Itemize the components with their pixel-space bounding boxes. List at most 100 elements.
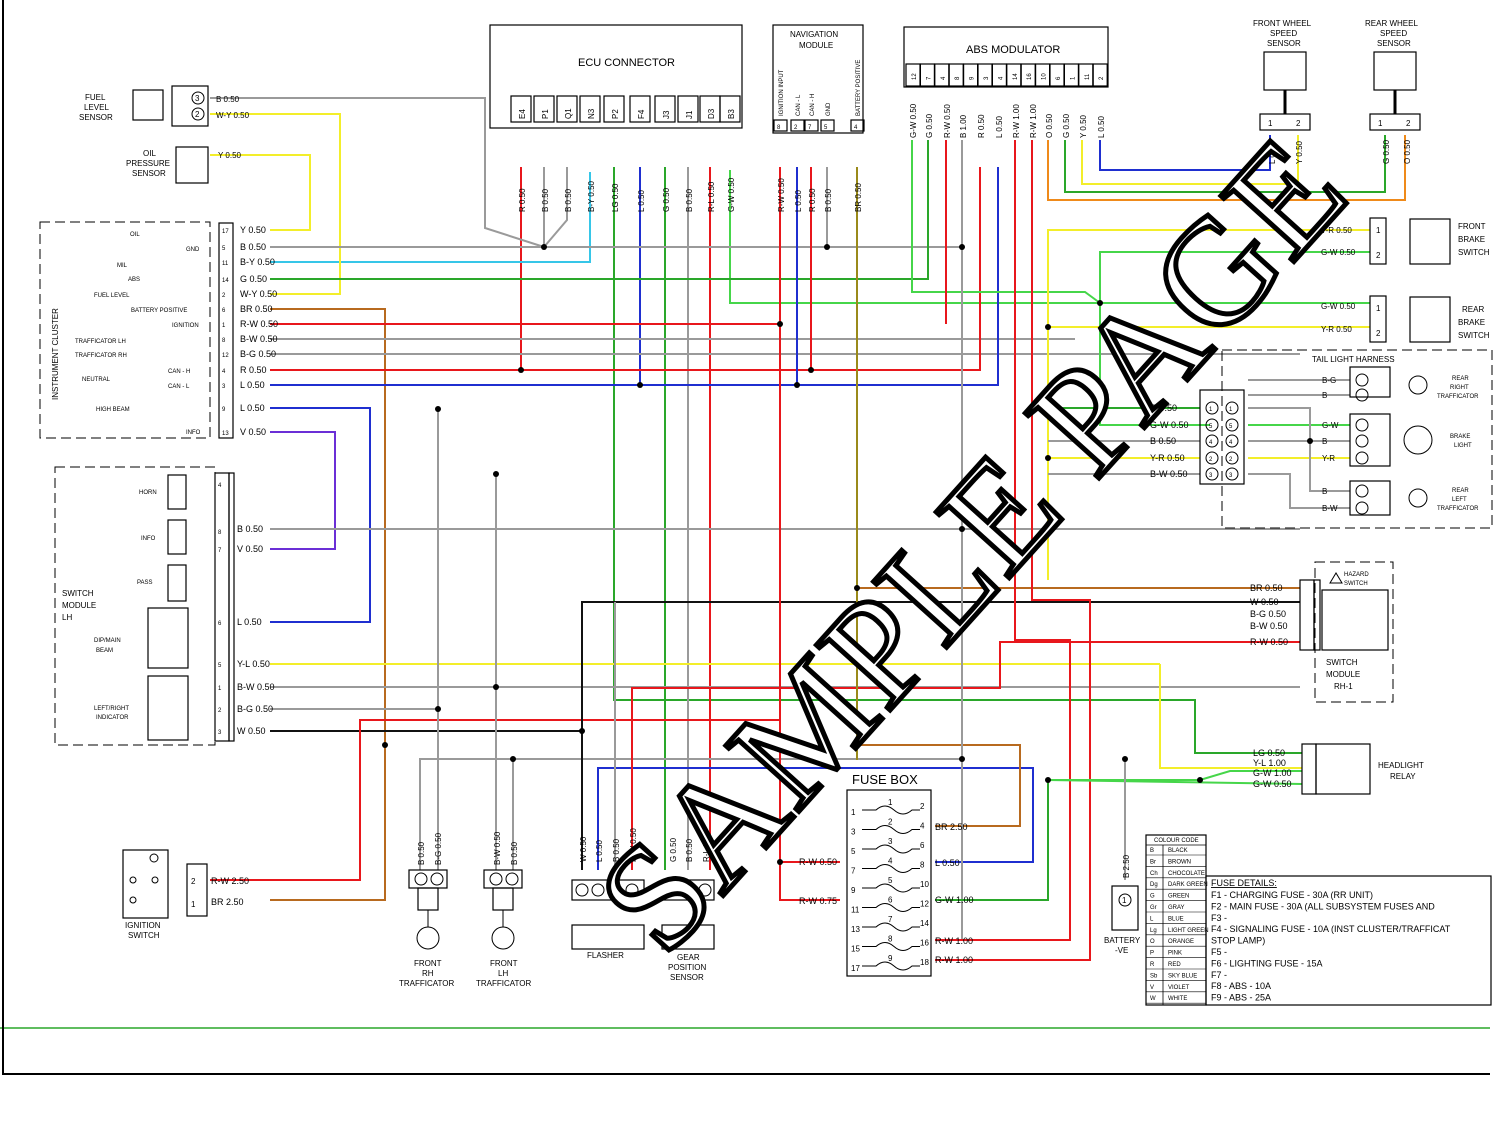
switch-rh-wire-label: R-W 0.50 [1250,637,1288,647]
svg-text:B 0.50: B 0.50 [216,95,240,104]
colour-code-name: VIOLET [1168,985,1190,991]
cluster-wire-label: L 0.50 [240,403,265,413]
svg-text:B-W 0.50: B-W 0.50 [493,831,502,865]
wire-ecu-b2 [543,167,568,248]
fuse-symbol [862,942,920,951]
gear-pin [698,883,712,897]
tail-pin: 3 [1229,473,1233,479]
svg-text:BRAKE: BRAKE [1450,434,1470,440]
svg-text:OIL: OIL [143,149,156,158]
svg-text:L 0.50: L 0.50 [935,858,960,868]
fuse-right-pin: 2 [920,802,925,811]
nav-pin-label: 7 [808,125,812,131]
fuse-number: 8 [888,935,893,944]
tail-pin-in [1205,418,1219,432]
fuse-detail-line: F9 - ABS - 25A [1211,993,1271,1003]
abs-pin-label: 4 [941,76,947,80]
svg-text:G-W 0.50: G-W 0.50 [1321,248,1356,257]
colour-code-abbr: B [1150,848,1154,854]
tail-pin-out [1225,434,1239,448]
wire-cl-br [270,308,386,901]
svg-text:BATTERY: BATTERY [1104,936,1141,945]
tail-pin: 3 [1209,473,1213,479]
junction-dots [382,244,1313,865]
wire-ecu-lg [613,167,1302,754]
lamp-pin [1355,484,1369,498]
fuse-number: 6 [888,896,893,905]
svg-text:BRAKE: BRAKE [1458,318,1485,327]
lamp-pin [1355,434,1369,448]
cluster-label: INFO [186,430,201,436]
abs-wire-label: L 0.50 [995,116,1004,138]
switch-lh-label: DIP/MAIN [94,638,121,644]
abs-pin-label: 14 [1013,73,1019,80]
ecu-wire-label: G-W 0.50 [727,177,736,212]
cluster-title: INSTRUMENT CLUSTER [51,308,60,400]
nav-pin [850,119,865,132]
wire-cl-v [270,431,336,550]
nav-wire-label: L 0.50 [794,190,803,212]
fuse-detail-line: F7 - [1211,970,1227,980]
svg-text:LH: LH [62,613,72,622]
abs-pin-label: 8 [955,76,961,80]
wire-fuel-wy [210,113,341,295]
abs-pin-label: 1 [1070,76,1076,80]
cluster-wire-label: Y 0.50 [240,225,266,235]
nav-pin [790,119,805,132]
ecu-pin-label: B3 [727,109,736,119]
colour-code-abbr: O [1150,939,1155,945]
nav-pin-name: GND [826,102,832,116]
svg-text:LH: LH [498,969,508,978]
switch-lh-pin: 1 [218,686,222,692]
wire-tail-o-bw [1248,473,1350,509]
abs-pin [1063,63,1080,87]
colour-code-abbr: W [1150,996,1156,1002]
colour-code-name: SKY BLUE [1168,973,1197,979]
switch-lh-wire-label: B 0.50 [237,524,263,534]
fuse-left-pin: 11 [851,906,860,915]
svg-text:LIGHT: LIGHT [1454,443,1472,449]
nav-title-1: NAVIGATION [790,30,838,39]
ecu-wire-label: L 0.50 [637,190,646,212]
fuse-detail-line: F1 - CHARGING FUSE - 30A (RR UNIT) [1211,890,1373,900]
tail-pin-in [1205,467,1219,481]
fuse-number: 1 [888,798,893,807]
abs-wire-label: G 0.50 [1062,113,1071,138]
abs-pin-label: 7 [926,76,932,80]
svg-text:B 0.50: B 0.50 [510,841,519,865]
svg-text:B 0.50: B 0.50 [417,841,426,865]
switch-rh-wire-label: BR 0.50 [1250,583,1283,593]
flasher-wire-label: W 0.50 [579,836,588,862]
wire-abs-rw1 [935,140,1071,941]
tail-wire-label: G 0.50 [1150,403,1177,413]
svg-text:FRONT WHEEL: FRONT WHEEL [1253,19,1312,28]
rear-wheel-sensor: REAR WHEEL SPEED SENSOR 1 2 G 0.50 O 0.5… [1365,19,1421,164]
colour-code-abbr: Br [1150,859,1156,865]
ecu-pin-label: N3 [587,108,596,119]
nav-pin-name: IGNITION INPUT [779,69,785,116]
svg-text:1: 1 [1376,226,1381,235]
wire-ecu-by [270,172,591,263]
front-lh-trafficator: B-W 0.50 B 0.50 FRONT LH TRAFFICATOR [476,831,531,988]
wire-fuel-b [210,97,545,248]
abs-pin [919,63,936,87]
svg-text:MODULE: MODULE [62,601,96,610]
svg-text:2: 2 [1376,251,1381,260]
svg-text:IGNITION: IGNITION [125,921,161,930]
fuse-number: 7 [888,915,893,924]
svg-text:TRAFFICATOR: TRAFFICATOR [476,979,531,988]
svg-text:SENSOR: SENSOR [1267,39,1301,48]
tail-pin-out [1225,418,1239,432]
ecu-wire-label: B 0.50 [685,188,694,212]
svg-text:REAR: REAR [1462,305,1484,314]
svg-text:R-W 2.50: R-W 2.50 [211,876,249,886]
tail-wire-label: G-W 0.50 [1150,420,1189,430]
ecu-pin [629,95,651,123]
gear-pin [681,883,695,897]
nav-pin-label: 8 [777,125,781,131]
tail-pin-out [1225,467,1239,481]
svg-text:BR 2.50: BR 2.50 [935,822,968,832]
